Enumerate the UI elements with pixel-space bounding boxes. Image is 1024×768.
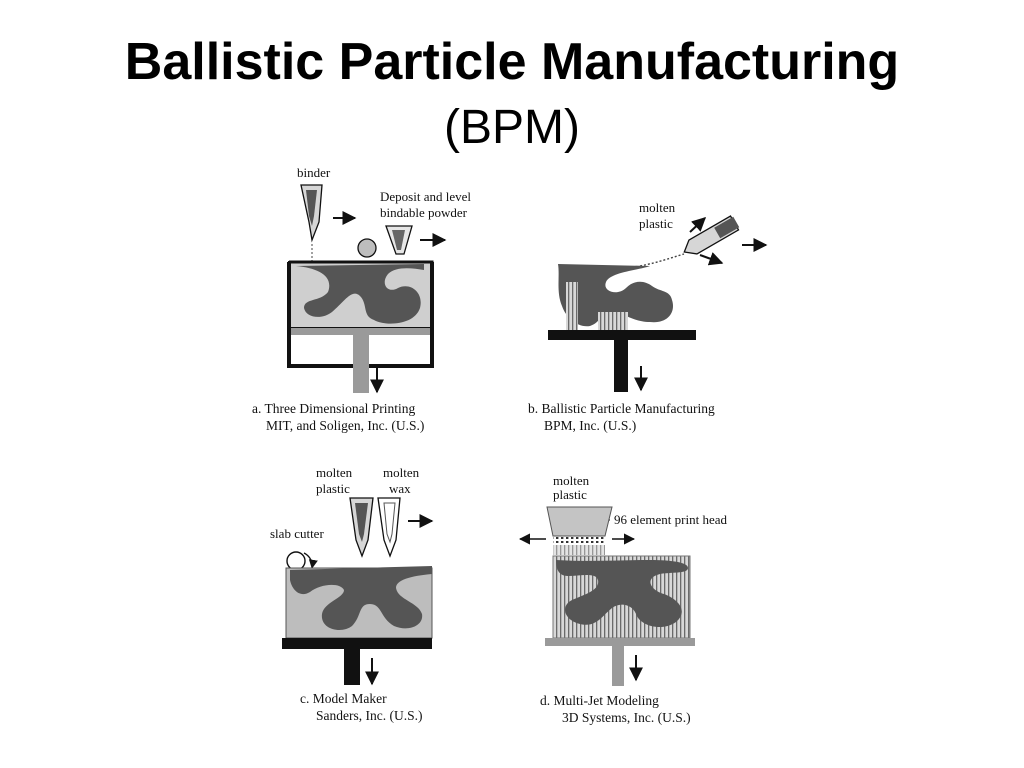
leveling-roller-icon [357,238,377,258]
caption-b-line2: BPM, Inc. (U.S.) [544,418,636,433]
platform-column [612,646,624,686]
slide-subtitle: (BPM) [444,101,580,154]
platform-column [344,649,360,685]
part-shape [558,264,674,327]
part-shape [290,566,432,630]
support-columns [566,282,578,330]
print-head-label: 96 element print head [614,512,727,527]
platform-column [614,340,628,392]
caption-b-line1: b. Ballistic Particle Manufacturing [528,401,715,416]
build-platform [548,330,696,340]
molten-plastic-label-line2: plastic [639,216,673,231]
deposit-label-line2: bindable powder [380,205,468,220]
print-head-icon [546,506,613,537]
part-shape [296,264,424,324]
piston-rod [353,335,369,393]
caption-a-line2: MIT, and Soligen, Inc. (U.S.) [266,418,424,433]
caption-d-line2: 3D Systems, Inc. (U.S.) [562,710,691,725]
slab-cutter-icon [286,551,306,571]
build-piston [291,328,430,335]
nozzle-up-arrow [689,217,707,233]
molten-plastic-label-line1: molten [553,473,590,488]
panel-c-model-maker: molten plastic molten wax slab cutter c.… [270,465,434,723]
slide-title: Ballistic Particle Manufacturing [124,33,900,91]
print-head-nozzles [553,537,605,543]
molten-wax-label-line1: molten [383,465,420,480]
part-shape [556,560,688,628]
deposit-label-line1: Deposit and level [380,189,471,204]
binder-label: binder [297,165,331,180]
nozzle-down-arrow [699,252,724,266]
caption-d-line1: d. Multi-Jet Modeling [540,693,659,708]
caption-c-line1: c. Model Maker [300,691,387,706]
molten-plastic-label-line1: molten [639,200,676,215]
molten-wax-label-line2: wax [389,481,411,496]
jet-nozzle-icon [683,215,740,255]
plastic-jet-icon [349,497,374,558]
droplet-stream [639,253,685,267]
molten-plastic-label-line1: molten [316,465,353,480]
molten-plastic-label-line2: plastic [316,481,350,496]
caption-c-line2: Sanders, Inc. (U.S.) [316,708,422,723]
panel-a-three-dimensional-printing: binder Deposit and level bindable powder… [252,165,471,433]
panel-b-ballistic-particle-manufacturing: molten plastic b. Ballistic Particle Man… [528,200,768,433]
wax-jet-icon [377,497,401,558]
caption-a-line1: a. Three Dimensional Printing [252,401,415,416]
build-platform [545,638,695,646]
binder-nozzle-icon [300,184,323,262]
panel-d-multi-jet-modeling: molten plastic 96 element print head d. … [518,473,727,725]
molten-plastic-label-line2: plastic [553,487,587,502]
slab-cutter-label: slab cutter [270,526,324,541]
build-platform [282,638,432,649]
